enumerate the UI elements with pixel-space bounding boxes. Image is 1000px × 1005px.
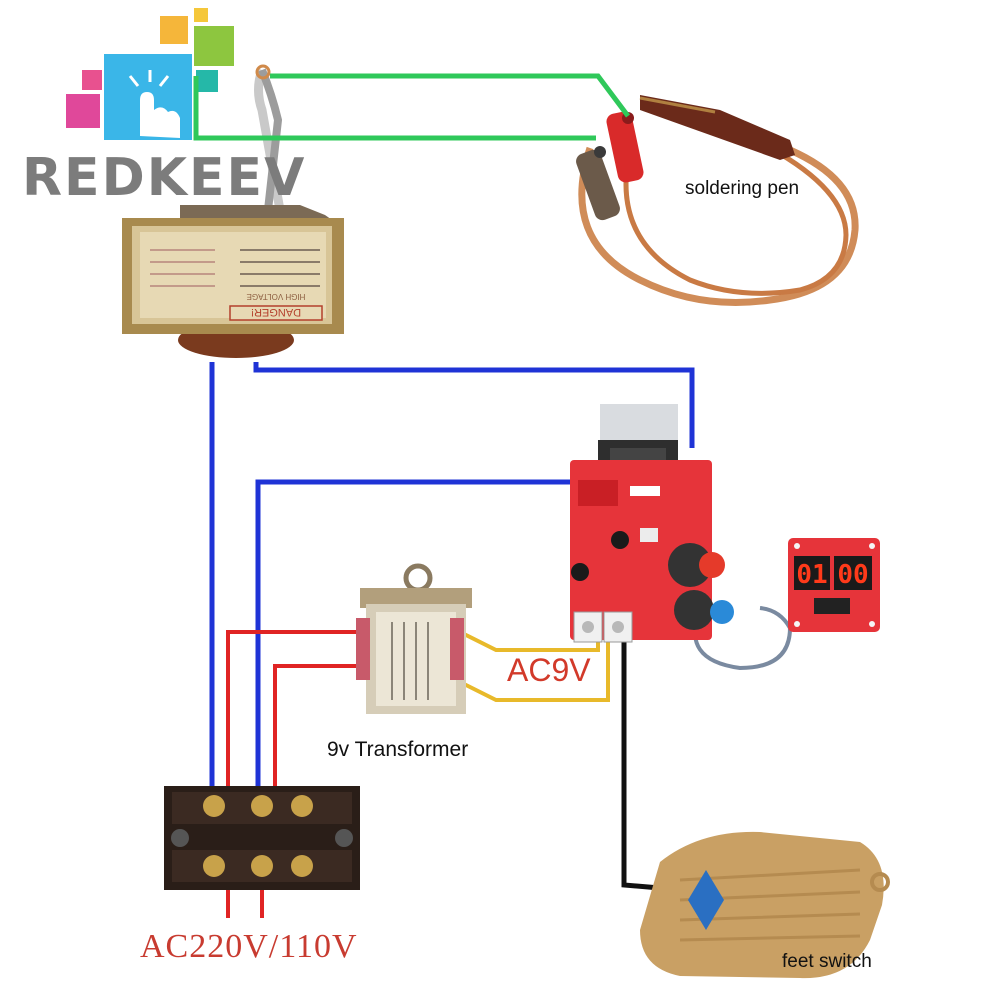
switch-wire — [621, 642, 661, 891]
terminal-block — [164, 786, 360, 890]
control-board — [570, 404, 734, 643]
power-wires — [209, 362, 695, 800]
display-right-digits: 00 — [837, 560, 868, 590]
main-transformer: DANGER! HIGH VOLTAGE — [122, 64, 344, 358]
warning-label: DANGER! — [251, 306, 301, 318]
voltage-label: HIGH VOLTAGE — [247, 292, 306, 301]
brand-logo — [66, 8, 234, 140]
transformer-9v-label: 9v Transformer — [327, 738, 469, 761]
mains-voltage-label: AC220V/110V — [140, 928, 358, 965]
brand-name: REDKEEV — [22, 148, 307, 208]
board-cable — [693, 606, 793, 671]
pen-wires — [193, 73, 630, 141]
display-board: 01 00 — [788, 538, 880, 632]
foot-switch — [640, 831, 890, 979]
ac9v-label: AC9V — [507, 652, 591, 688]
feet-switch-label: feet switch — [782, 951, 872, 972]
soldering-pen-label: soldering pen — [685, 178, 800, 199]
transformer-9v — [356, 563, 472, 714]
soldering-pen — [576, 95, 859, 306]
display-left-digits: 01 — [796, 560, 827, 590]
